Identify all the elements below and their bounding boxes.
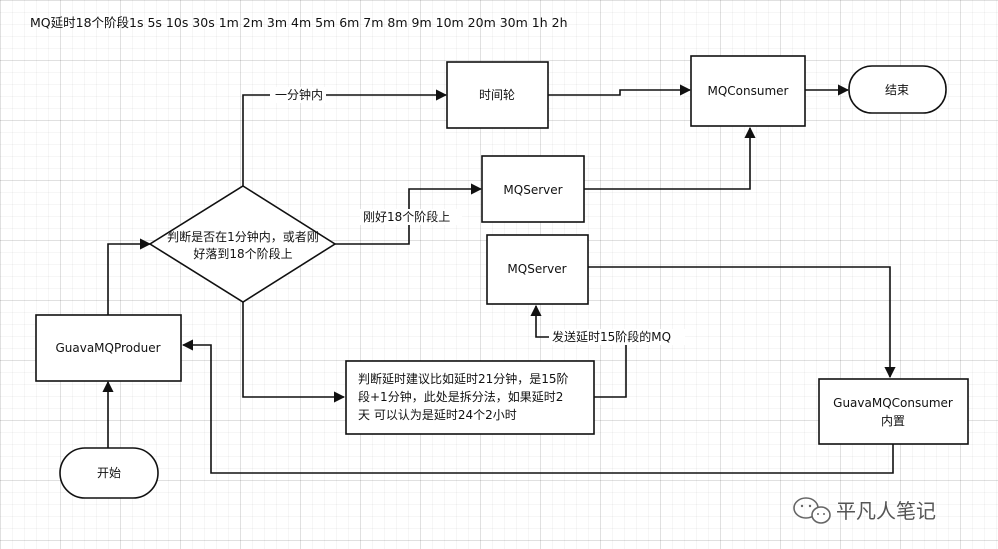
edge-mqserver-bottom-to-guava-consumer	[588, 266, 896, 379]
split-label-line1: 判断延时建议比如延时21分钟，是15阶	[358, 371, 569, 386]
end-node	[848, 65, 947, 114]
mq-server-bottom-node	[486, 234, 589, 305]
edge-guava-consumer-to-producer	[181, 339, 894, 474]
wechat-icon	[793, 497, 831, 524]
watermark: 平凡人笔记	[793, 497, 936, 524]
decision-label-line2: 好落到18个阶段上	[193, 246, 292, 261]
mq-consumer-node	[690, 55, 806, 127]
guava-consumer-label-line1: GuavaMQConsumer	[833, 396, 953, 410]
watermark-text: 平凡人笔记	[836, 499, 936, 523]
split-label-line2: 段+1分钟，此处是拆分法，如果延时2	[358, 389, 563, 404]
mq-server-top-label: MQServer	[503, 183, 562, 197]
decision-label-line1: 判断是否在1分钟内，或者刚	[167, 229, 319, 244]
end-label: 结束	[885, 83, 909, 97]
mq-consumer-label: MQConsumer	[708, 84, 789, 98]
decision-node	[148, 185, 337, 303]
time-wheel-label: 时间轮	[479, 88, 515, 102]
split-explanation-node	[345, 360, 595, 435]
start-label: 开始	[97, 466, 121, 480]
edge-decision-to-split	[242, 302, 346, 403]
diagram-title: MQ延时18个阶段1s 5s 10s 30s 1m 2m 3m 4m 5m 6m…	[30, 15, 568, 30]
start-node	[59, 447, 159, 499]
edge-label-send-stage15: 发送延时15阶段的MQ	[552, 329, 671, 344]
edge-label-within-minute: 一分钟内	[275, 87, 323, 102]
guava-consumer-node	[818, 378, 969, 445]
edge-label-exact-stage: 刚好18个阶段上	[363, 209, 450, 224]
guava-consumer-label-line2: 内置	[881, 414, 905, 428]
mq-server-top-node	[481, 155, 585, 223]
producer-label: GuavaMQProduer	[55, 341, 160, 355]
edge-mqserver-top-to-consumer	[584, 126, 756, 190]
split-label-line3: 天 可以认为是延时24个2小时	[358, 408, 517, 422]
producer-node	[35, 314, 182, 382]
time-wheel-node	[446, 61, 549, 129]
edge-time-wheel-to-consumer	[548, 84, 692, 96]
edge-decision-to-time-wheel	[242, 89, 448, 186]
edge-producer-to-decision	[107, 238, 152, 315]
mq-server-bottom-label: MQServer	[507, 262, 566, 276]
